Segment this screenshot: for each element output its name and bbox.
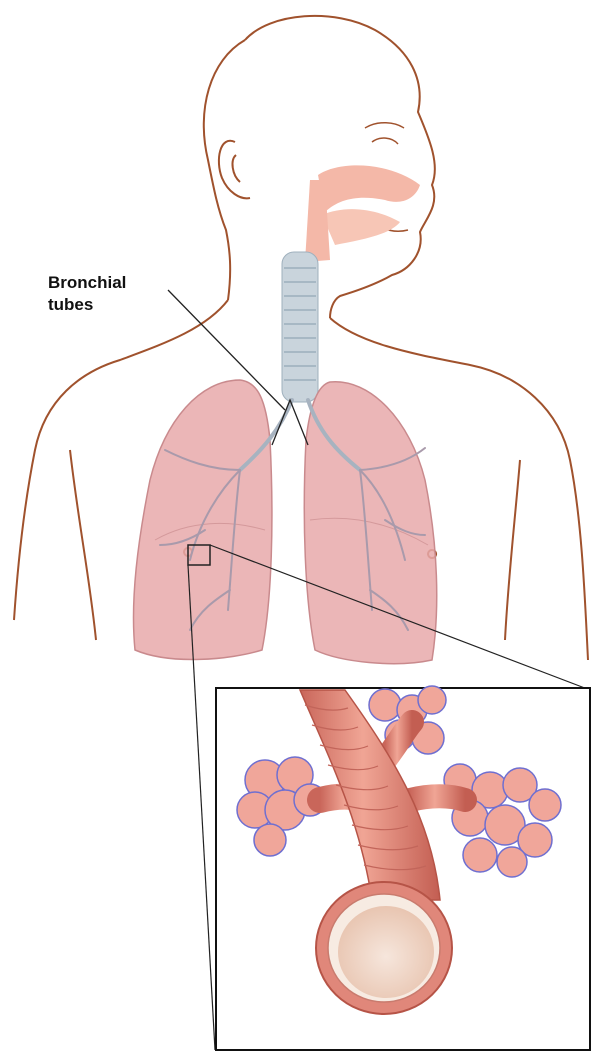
right-arm-inner <box>505 460 520 640</box>
label-line-1: Bronchial <box>48 272 126 294</box>
lungs <box>133 380 436 664</box>
left-arm-inner <box>70 450 96 640</box>
bronchial-tubes-label: Bronchial tubes <box>48 272 126 316</box>
left-lung <box>133 380 271 659</box>
brow <box>365 123 404 128</box>
label-line-2: tubes <box>48 294 126 316</box>
right-lung <box>304 382 436 664</box>
upper-airway <box>305 165 420 262</box>
eye <box>372 138 398 144</box>
ear-inner <box>233 155 240 182</box>
trachea <box>282 252 318 402</box>
ear <box>219 141 250 199</box>
bronchiole-lumen <box>338 906 434 998</box>
head-back <box>204 40 245 300</box>
